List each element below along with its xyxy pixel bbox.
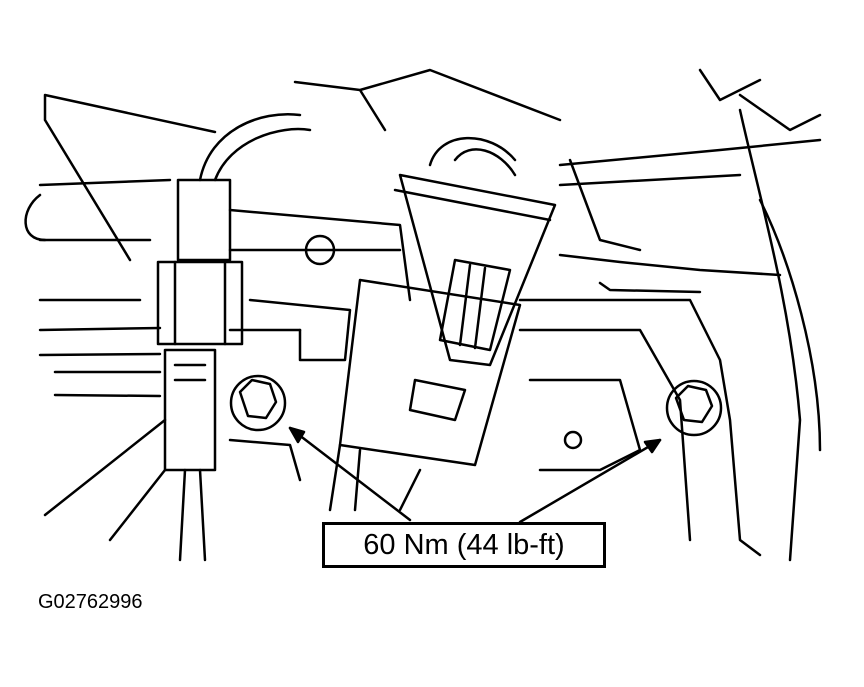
mounting-bracket xyxy=(228,208,762,557)
electrical-connector-center xyxy=(328,136,557,512)
body-panel-outlines xyxy=(24,68,822,562)
bolt-left xyxy=(229,374,287,432)
electrical-connector-left xyxy=(43,113,312,562)
figure-id: G02762996 xyxy=(38,591,143,613)
bolt-right xyxy=(665,379,723,437)
torque-callout: 60 Nm (44 lb-ft) xyxy=(322,522,606,568)
leader-arrows xyxy=(288,426,662,524)
